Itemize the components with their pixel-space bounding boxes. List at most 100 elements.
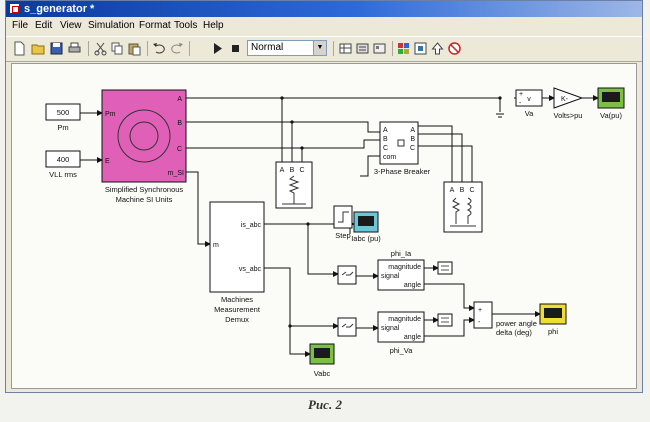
figure-caption: Рис. 2 [308, 397, 342, 412]
fourier-va-angle: angle [404, 334, 421, 341]
scope-iabc-pu-label: Iabc (pu) [351, 234, 381, 243]
up-icon[interactable] [430, 41, 445, 56]
gain-label: Volts>pu [554, 111, 583, 120]
scope-screen-icon [544, 308, 562, 318]
menu-help[interactable]: Help [203, 20, 224, 31]
simulation-mode-value: Normal [251, 42, 284, 53]
load1-port-a: A [280, 167, 285, 174]
new-icon[interactable] [12, 41, 27, 56]
stop-icon[interactable] [228, 41, 243, 56]
fourier-ia-magnitude: magnitude [388, 264, 421, 271]
debug-icon[interactable] [447, 41, 462, 56]
update-diagram-icon[interactable] [355, 41, 370, 56]
block-diagram: 500 Pm 400 VLL rms Pm E A B C m_SI Simpl… [45, 87, 625, 378]
breaker-in-b: B [383, 136, 388, 143]
machine-port-b: B [177, 120, 182, 127]
menu-file[interactable]: File [12, 20, 29, 31]
vll-constant-value: 400 [57, 155, 70, 164]
load1-port-c: C [299, 167, 304, 174]
window-title: s_generator * [24, 3, 95, 15]
pm-constant-block[interactable] [45, 103, 81, 121]
fourier-va-signal: signal [381, 325, 400, 332]
demux-out-vs: vs_abc [239, 266, 262, 273]
machine-rotor-icon [129, 121, 159, 151]
menu-simulation[interactable]: Simulation [88, 20, 135, 31]
va-meas-plus: + [519, 91, 523, 98]
step-label: Step [335, 231, 350, 240]
toolbar: Normal ▼ [6, 36, 642, 62]
rlc-load-2-block[interactable] [443, 181, 483, 233]
load1-port-b: B [290, 167, 295, 174]
redo-icon[interactable] [169, 41, 184, 56]
demux-out-is: is_abc [241, 222, 262, 229]
terminator-ia-block[interactable] [437, 261, 453, 275]
title-bar[interactable]: s_generator * [6, 1, 642, 17]
gain-value: K- [561, 96, 569, 103]
sum-plus: + [478, 307, 482, 314]
machine-port-e: E [105, 158, 110, 165]
terminator-va-block[interactable] [437, 313, 453, 327]
machine-label-line1: Simplified Synchronous [105, 185, 184, 194]
va-meas-label: Va [525, 109, 534, 118]
toolbar-separator [392, 41, 393, 56]
copy-icon[interactable] [110, 41, 125, 56]
explorer-icon[interactable] [413, 41, 428, 56]
fourier-ia-label: phi_Ia [391, 249, 412, 258]
undo-icon[interactable] [152, 41, 167, 56]
fourier-ia-signal: signal [381, 273, 400, 280]
machine-port-pm: Pm [105, 111, 116, 118]
model-canvas[interactable]: 500 Pm 400 VLL rms Pm E A B C m_SI Simpl… [11, 63, 637, 389]
breaker-out-b: B [410, 136, 415, 143]
terminator-icon [441, 317, 449, 323]
machine-port-a: A [177, 96, 182, 103]
va-voltage-measurement-block[interactable] [515, 89, 543, 107]
simulation-mode-select[interactable]: Normal ▼ [247, 40, 327, 56]
cut-icon[interactable] [93, 41, 108, 56]
fourier-ia-angle: angle [404, 282, 421, 289]
open-icon[interactable] [31, 41, 46, 56]
save-icon[interactable] [49, 41, 64, 56]
breaker-in-com: com [383, 154, 396, 161]
scope-phi-label: phi [548, 327, 558, 336]
gain-block[interactable] [553, 87, 584, 109]
menu-tools[interactable]: Tools [174, 20, 198, 31]
synchronous-machine-block[interactable] [101, 89, 187, 183]
rlc-icon [450, 197, 476, 227]
step-icon [338, 211, 349, 223]
load2-port-c: C [469, 187, 474, 194]
fourier-va-block[interactable] [377, 311, 425, 343]
menu-view[interactable]: View [60, 20, 82, 31]
fourier-va-magnitude: magnitude [388, 316, 421, 323]
selector-icon [341, 323, 354, 328]
scope-screen-icon [358, 216, 374, 226]
menu-edit[interactable]: Edit [35, 20, 53, 31]
sum-block[interactable] [473, 301, 493, 329]
va-meas-minus: - [519, 100, 522, 107]
machines-measurement-demux-block[interactable] [209, 201, 265, 293]
vll-constant-block[interactable] [45, 150, 81, 168]
junction-dots [280, 96, 502, 328]
signal-lines [80, 95, 599, 357]
build-icon[interactable] [338, 41, 353, 56]
paste-icon[interactable] [127, 41, 142, 56]
breaker-in-a: A [383, 127, 388, 134]
scope-screen-icon [314, 348, 330, 358]
model-icon[interactable] [372, 41, 387, 56]
print-icon[interactable] [67, 41, 82, 56]
scope-screen-icon [602, 92, 620, 102]
breaker-in-c: C [383, 145, 388, 152]
menu-format[interactable]: Format [139, 20, 171, 31]
fourier-ia-block[interactable] [377, 259, 425, 291]
toolbar-separator [333, 41, 334, 56]
demux-in-m: m [213, 242, 219, 249]
start-icon[interactable] [210, 41, 225, 56]
chevron-down-icon[interactable]: ▼ [313, 41, 326, 55]
simulink-model-icon [9, 3, 20, 14]
library-icon[interactable] [396, 41, 411, 56]
demux-label-line2: Measurement [214, 305, 261, 314]
three-phase-breaker-block[interactable] [379, 121, 419, 165]
load2-port-b: B [460, 187, 465, 194]
menu-bar: File Edit View Simulation Format Tools H… [6, 18, 642, 35]
resistor-icon [282, 175, 306, 205]
machine-label-line2: Machine SI Units [116, 195, 173, 204]
